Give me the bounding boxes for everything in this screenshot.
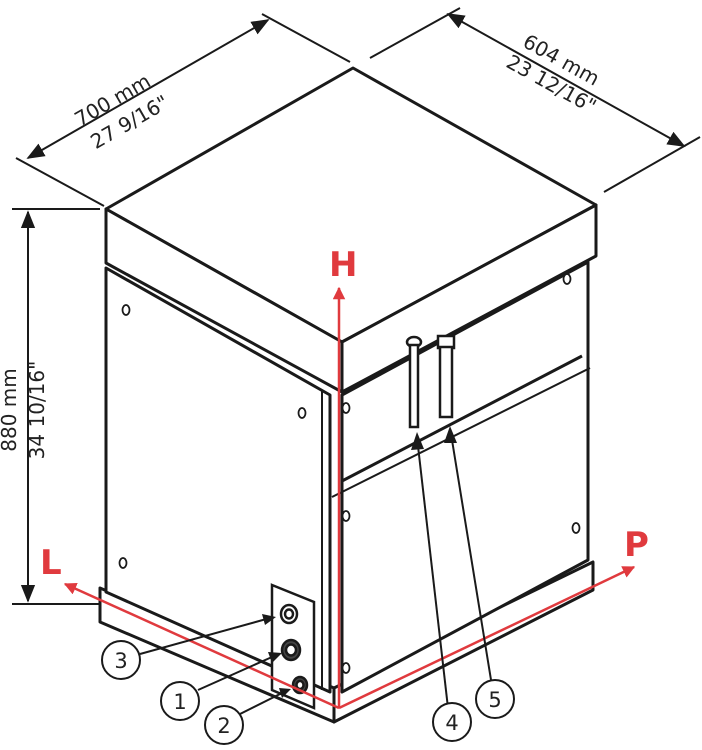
l-axis-label: L (40, 543, 62, 583)
callout-leaders (139, 439, 493, 715)
pipe-connections (405, 334, 456, 429)
dimension-lines (12, 7, 701, 605)
callout-4-number: 4 (445, 711, 458, 735)
lid-right-face (340, 203, 598, 394)
pipe-5 (438, 345, 454, 419)
height-dimension-imperial: 34 10/16" (25, 361, 49, 460)
p-axis-label: P (624, 525, 649, 565)
callout-2: 2 (204, 705, 244, 745)
callout-2-number: 2 (217, 714, 230, 738)
p-axis-line (338, 565, 636, 710)
h-axis-label: H (329, 245, 357, 285)
depth-dim-line (446, 13, 686, 147)
lower-panel-top (331, 367, 591, 498)
callout-arrowheads (262, 426, 457, 698)
callout-1: 1 (160, 681, 200, 721)
pipe-4 (408, 343, 420, 429)
height-dimension-metric: 880 mm (0, 368, 21, 452)
screw-holes (118, 273, 581, 674)
width-dim-line (26, 19, 270, 159)
l-axis-line (63, 582, 340, 710)
callout-4: 4 (432, 702, 472, 742)
callout-5-number: 5 (488, 688, 501, 712)
callout-3-number: 3 (114, 649, 127, 673)
callout-5: 5 (475, 679, 515, 719)
callout-3: 3 (101, 640, 141, 680)
callout-1-number: 1 (173, 690, 186, 714)
axes (63, 286, 636, 710)
connection-plate (270, 583, 316, 710)
upper-panel-edge (341, 354, 583, 483)
